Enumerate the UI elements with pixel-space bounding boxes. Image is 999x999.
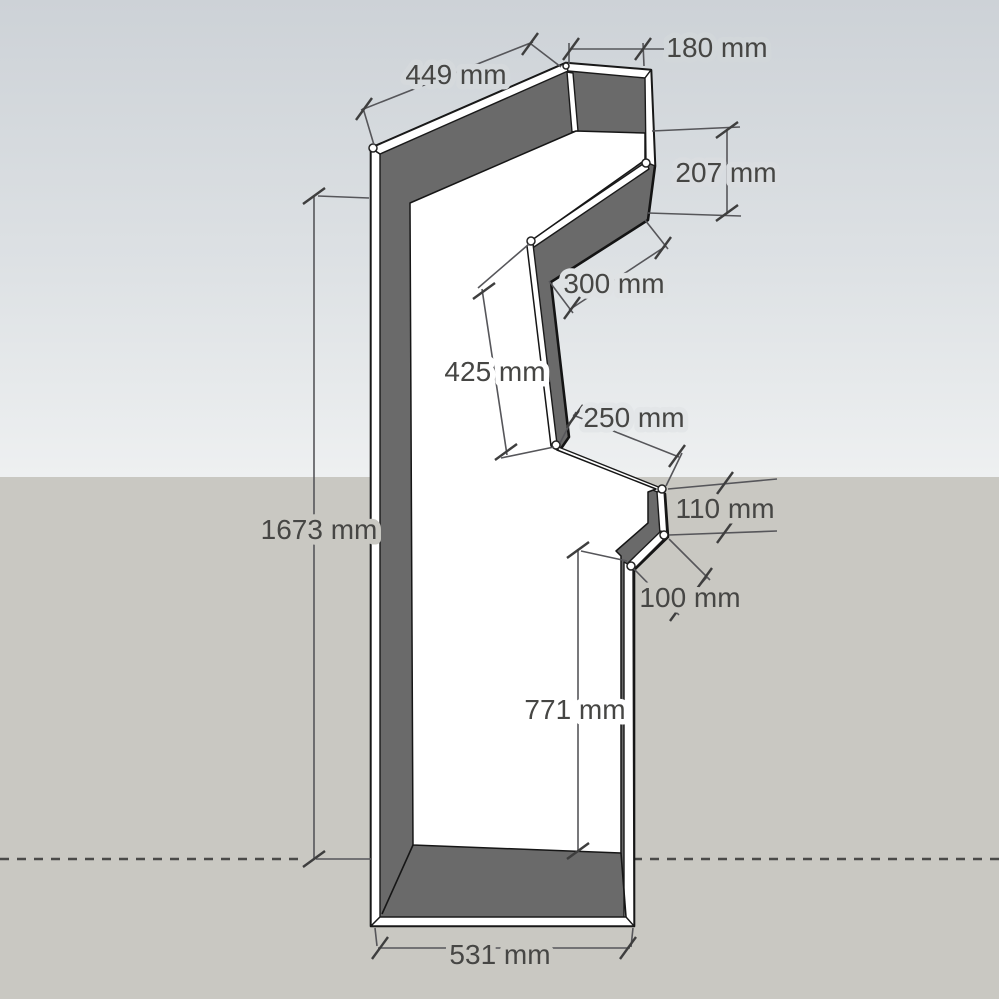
label-base-depth: 531 mm xyxy=(449,939,550,970)
label-overall-height: 1673 mm xyxy=(261,514,378,545)
dimension-front-edge-height xyxy=(577,549,628,852)
dimension-labels: 449 mm 180 mm 207 mm 300 mm 425 mm 250 m… xyxy=(255,27,782,976)
cabinet-side-panel-model xyxy=(368,61,670,928)
floor-joint-lines xyxy=(381,844,627,918)
label-marquee-edge: 449 mm xyxy=(405,59,506,90)
corner-endpoint-dots xyxy=(368,62,669,571)
label-control-panel-front: 110 mm xyxy=(675,493,774,524)
dimension-lines xyxy=(313,41,778,949)
front-edge-strip xyxy=(623,561,635,927)
label-monitor-opening: 207 mm xyxy=(675,157,776,188)
dimension-bezel-edge xyxy=(548,219,669,314)
label-front-top-edge: 100 mm xyxy=(639,582,740,613)
label-front-edge-height: 771 mm xyxy=(524,694,625,725)
dimension-tick-marks xyxy=(302,32,739,960)
label-top-edge-depth: 180 mm xyxy=(666,32,767,63)
label-control-panel-edge: 250 mm xyxy=(583,402,684,433)
dimension-overall-height xyxy=(313,195,371,860)
label-screen-edge: 425 mm xyxy=(444,356,545,387)
dimension-marquee-edge xyxy=(360,41,562,146)
bottom-edge-strip xyxy=(370,916,635,927)
panel-inner-face xyxy=(409,130,657,854)
dimension-screen-edge xyxy=(477,243,555,459)
label-bezel-edge: 300 mm xyxy=(563,268,664,299)
